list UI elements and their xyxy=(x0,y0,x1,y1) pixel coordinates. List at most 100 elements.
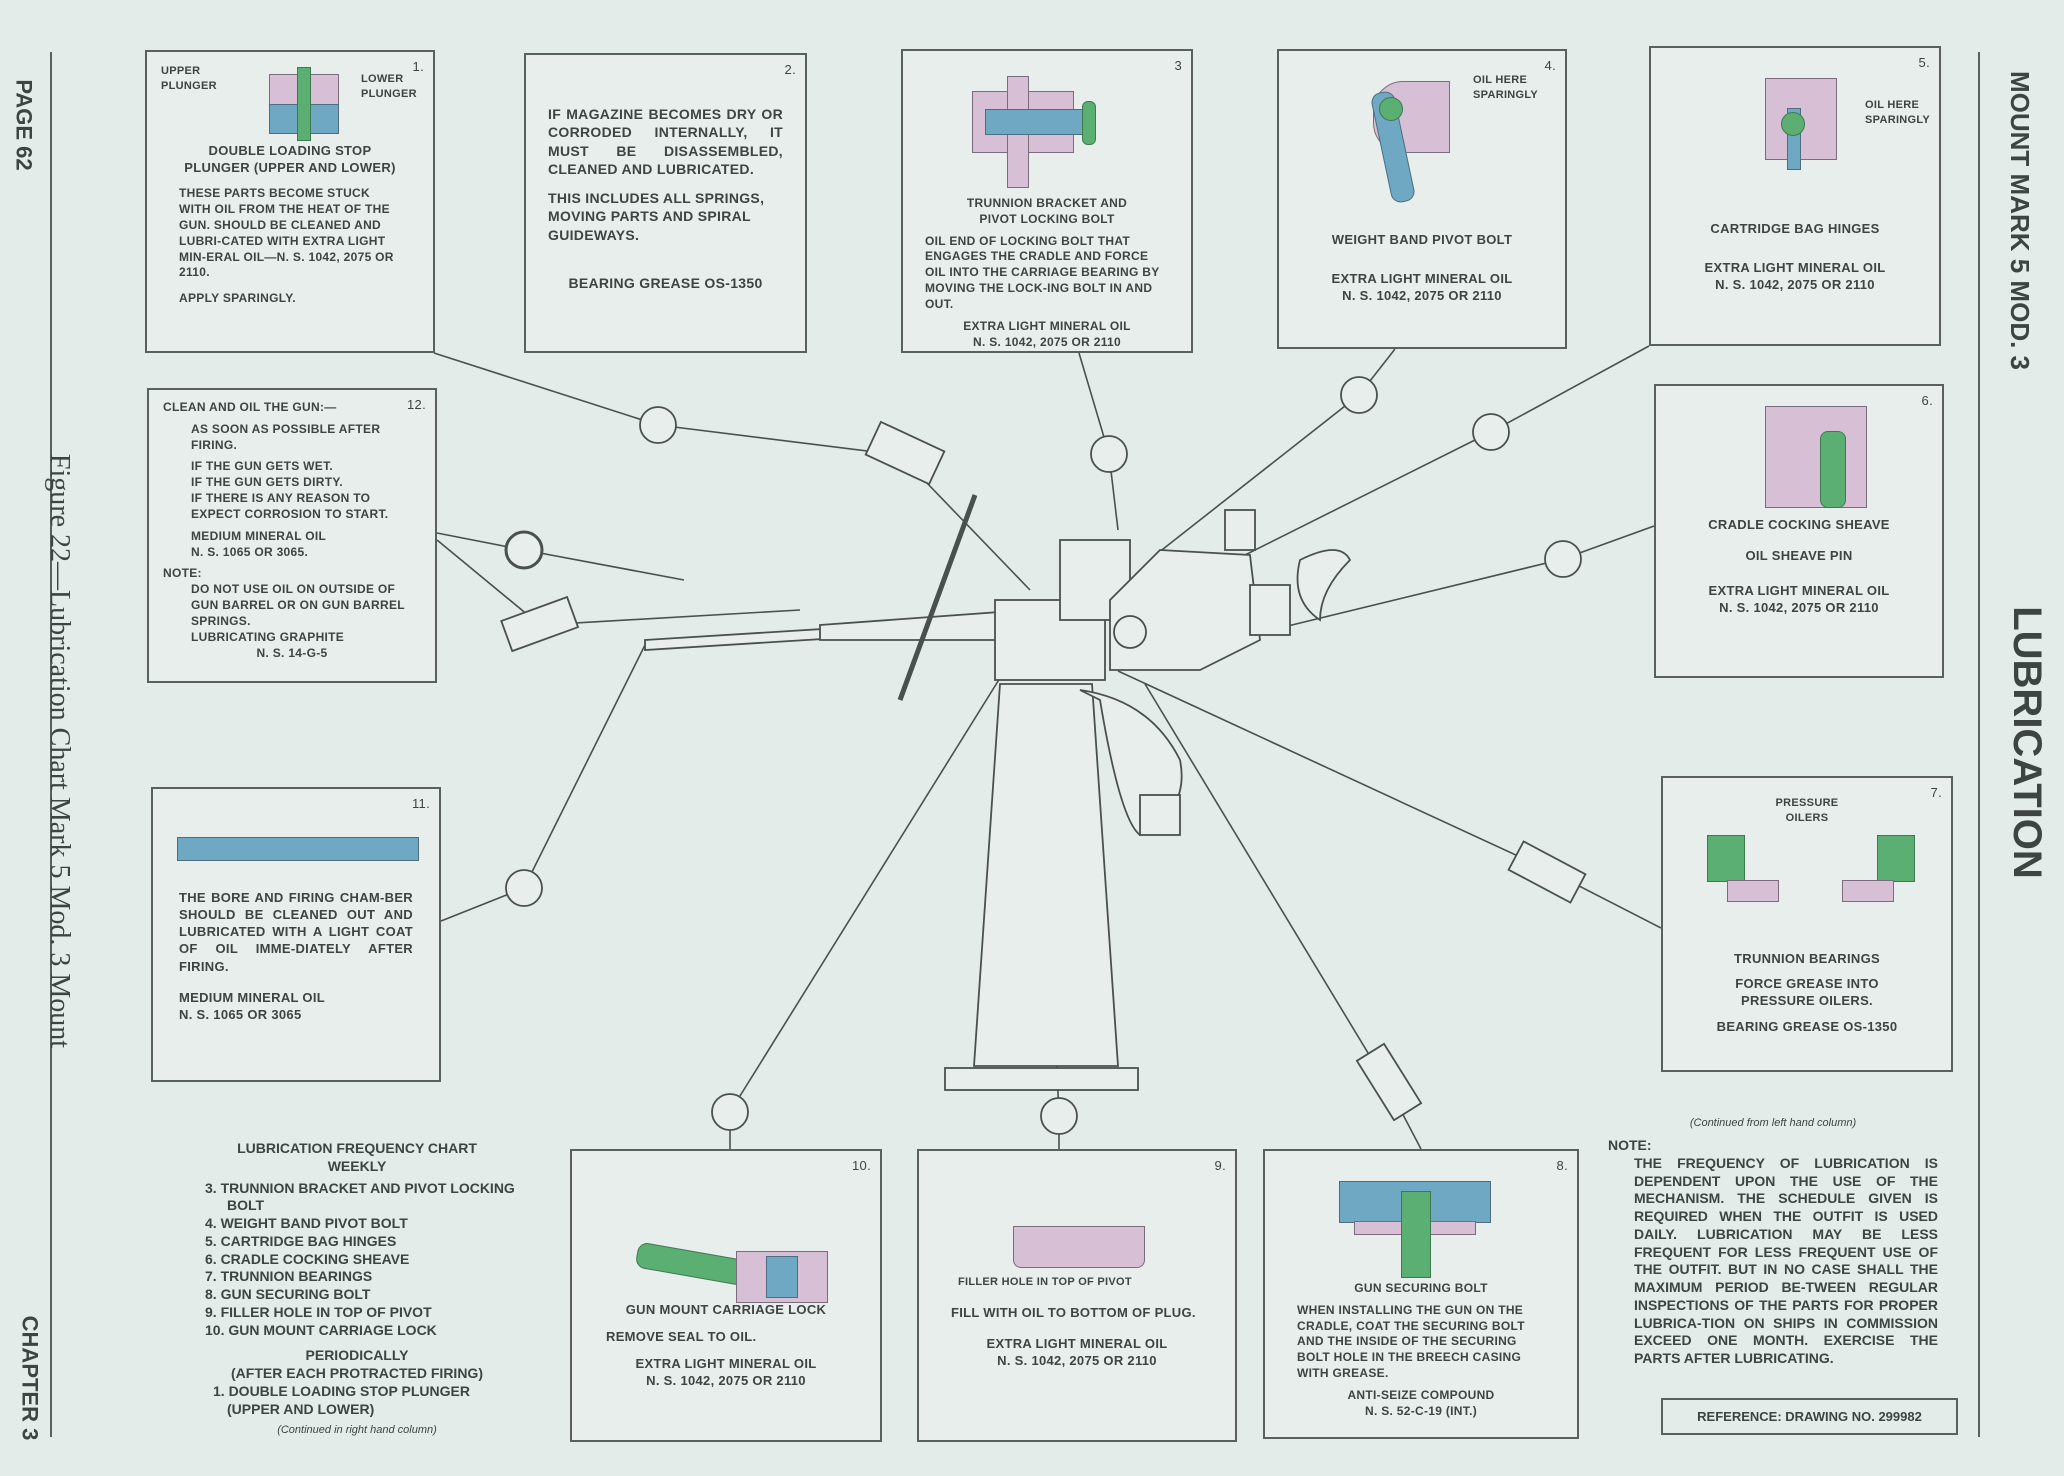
box9-callout: FILLER HOLE IN TOP OF PIVOT xyxy=(958,1276,1132,1288)
periodic-title: PERIODICALLY xyxy=(305,1347,409,1364)
pivot-bolt xyxy=(1379,97,1403,121)
callout-box-11: 11. THE BORE AND FIRING CHAM-BER SHOULD … xyxy=(151,787,441,1082)
box5-lube: EXTRA LIGHT MINERAL OIL xyxy=(1704,260,1886,276)
leader-tag-7 xyxy=(1507,840,1587,904)
callout-box-8: 8. GUN SECURING BOLT WHEN INSTALLING THE… xyxy=(1263,1149,1579,1439)
box4-ns: N. S. 1042, 2075 OR 2110 xyxy=(1342,288,1502,304)
box2-body2: THIS INCLUDES ALL SPRINGS, MOVING PARTS … xyxy=(548,189,765,243)
box9-ns: N. S. 1042, 2075 OR 2110 xyxy=(997,1352,1157,1368)
sheave xyxy=(1820,431,1846,508)
box11-body: THE BORE AND FIRING CHAM-BER SHOULD BE C… xyxy=(179,890,413,974)
securing-bolt xyxy=(1401,1191,1431,1278)
box2-lube: BEARING GREASE OS-1350 xyxy=(568,275,763,292)
box12-head: CLEAN AND OIL THE GUN:— xyxy=(163,400,337,414)
box4-callout: OIL HERE SPARINGLY xyxy=(1473,74,1539,101)
box-number: 11. xyxy=(411,796,430,811)
callout-box-5: 5. OIL HERE SPARINGLY CARTRIDGE BAG HING… xyxy=(1649,46,1941,346)
box-number: 7. xyxy=(1930,785,1942,800)
trunnion-bearing-left xyxy=(1707,835,1745,883)
weekly-item: 9. FILLER HOLE IN TOP OF PIVOT xyxy=(205,1303,432,1320)
box8-ns: N. S. 52-C-19 (INT.) xyxy=(1364,1403,1478,1418)
box10-ns: N. S. 1042, 2075 OR 2110 xyxy=(646,1373,806,1389)
box5-callout: OIL HERE SPARINGLY xyxy=(1865,99,1931,126)
box8-body: WHEN INSTALLING THE GUN ON THE CRADLE, C… xyxy=(1297,1302,1525,1381)
box1-body: THESE PARTS BECOME STUCK WITH OIL FROM T… xyxy=(179,186,394,280)
box8-lube: ANTI-SEIZE COMPOUND xyxy=(1347,1387,1495,1402)
box-number: 8. xyxy=(1556,1158,1568,1173)
box12-line: IF THERE IS ANY REASON TO EXPECT CORROSI… xyxy=(191,491,389,521)
box11-ns: N. S. 1065 OR 3065 xyxy=(179,1006,302,1022)
box8-title: GUN SECURING BOLT xyxy=(1354,1281,1488,1295)
callout-box-9: 9. FILLER HOLE IN TOP OF PIVOT FILL WITH… xyxy=(917,1149,1237,1442)
box10-lube: EXTRA LIGHT MINERAL OIL xyxy=(635,1356,817,1372)
box9-body: FILL WITH OIL TO BOTTOM OF PLUG. xyxy=(951,1304,1196,1320)
leader-circle-10 xyxy=(711,1093,749,1131)
box6-ns: N. S. 1042, 2075 OR 2110 xyxy=(1719,600,1879,616)
box11-lube: MEDIUM MINERAL OIL xyxy=(179,989,325,1005)
page-number: PAGE 62 xyxy=(11,79,37,171)
trunnion-bearing-right xyxy=(1877,835,1915,883)
box-number: 9. xyxy=(1214,1158,1226,1173)
continued-right: (Continued in right hand column) xyxy=(277,1424,437,1437)
weekly-item: 6. CRADLE COCKING SHEAVE xyxy=(205,1250,410,1267)
box12-line: IF THE GUN GETS DIRTY. xyxy=(191,475,343,490)
box-number: 12. xyxy=(407,397,426,412)
frequency-title: LUBRICATION FREQUENCY CHART WEEKLY xyxy=(237,1140,477,1174)
box7-lube: BEARING GREASE OS-1350 xyxy=(1716,1018,1898,1034)
trunnion-arm-left xyxy=(1727,880,1779,903)
right-rule xyxy=(1978,52,1980,1437)
box5-title: CARTRIDGE BAG HINGES xyxy=(1710,221,1880,236)
weekly-item: 3. TRUNNION BRACKET AND PIVOT LOCKING BO… xyxy=(205,1179,515,1214)
lower-plunger-label: LOWER PLUNGER xyxy=(361,73,417,100)
box6-lube: EXTRA LIGHT MINERAL OIL xyxy=(1708,583,1890,599)
weekly-item: 8. GUN SECURING BOLT xyxy=(205,1286,371,1303)
box10-body: REMOVE SEAL TO OIL. xyxy=(606,1329,757,1345)
leader-circle-5 xyxy=(1472,413,1510,451)
gun-mount-drawing xyxy=(644,494,1352,1091)
box1-title: DOUBLE LOADING STOP PLUNGER (UPPER AND L… xyxy=(184,143,396,176)
leader-circle-12 xyxy=(504,530,544,570)
box-number: 6. xyxy=(1921,393,1933,408)
section-title: LUBRICATION xyxy=(2004,606,2049,879)
callout-box-12: 12. CLEAN AND OIL THE GUN:— AS SOON AS P… xyxy=(147,388,437,683)
box-number: 3 xyxy=(1174,58,1182,73)
box12-note-body: DO NOT USE OIL ON OUTSIDE OF GUN BARREL … xyxy=(191,582,405,628)
box9-lube: EXTRA LIGHT MINERAL OIL xyxy=(986,1335,1168,1351)
box3-lube: EXTRA LIGHT MINERAL OIL xyxy=(963,318,1131,333)
leader-circle-11 xyxy=(505,869,543,907)
periodic-item: 1. DOUBLE LOADING STOP PLUNGER (UPPER AN… xyxy=(213,1382,470,1417)
box7-body: FORCE GREASE INTO PRESSURE OILERS. xyxy=(1735,976,1879,1009)
leader-circle-1 xyxy=(639,406,677,444)
box6-title: CRADLE COCKING SHEAVE xyxy=(1708,517,1890,532)
reference-box: REFERENCE: DRAWING NO. 299982 xyxy=(1661,1398,1958,1435)
callout-box-6: 6. CRADLE COCKING SHEAVE OIL SHEAVE PIN … xyxy=(1654,384,1944,678)
leader-tag-1 xyxy=(864,420,946,486)
lock-plunger xyxy=(766,1256,798,1298)
box10-title: GUN MOUNT CARRIAGE LOCK xyxy=(625,1302,827,1317)
locking-bolt xyxy=(985,109,1087,135)
upper-plunger-label: UPPER PLUNGER xyxy=(161,65,217,92)
callout-box-10: 10. GUN MOUNT CARRIAGE LOCK REMOVE SEAL … xyxy=(570,1149,882,1442)
continued-left: (Continued from left hand column) xyxy=(1689,1117,1857,1129)
box6-pin: OIL SHEAVE PIN xyxy=(1745,548,1853,564)
periodic-subtitle: (AFTER EACH PROTRACTED FIRING) xyxy=(231,1365,483,1382)
cocking-sheave-illustration xyxy=(1765,406,1867,508)
box7-title: TRUNNION BEARINGS xyxy=(1734,951,1880,967)
leader-tag-12 xyxy=(500,595,580,653)
box12-graphite: LUBRICATING GRAPHITE xyxy=(191,629,345,644)
chapter-label: CHAPTER 3 xyxy=(17,1315,43,1441)
weekly-list: 3. TRUNNION BRACKET AND PIVOT LOCKING BO… xyxy=(197,1180,517,1340)
box12-line: IF THE GUN GETS WET. xyxy=(191,459,334,474)
callout-box-2: 2. IF MAGAZINE BECOMES DRY OR CORRODED I… xyxy=(524,53,807,353)
box12-graphite-ns: N. S. 14-G-5 xyxy=(256,645,328,660)
weekly-item: 10. GUN MOUNT CARRIAGE LOCK xyxy=(205,1321,437,1338)
callout-box-4: 4. OIL HERE SPARINGLY WEIGHT BAND PIVOT … xyxy=(1277,49,1567,349)
box-number: 1. xyxy=(412,59,424,74)
box3-title: TRUNNION BRACKET AND PIVOT LOCKING BOLT xyxy=(966,196,1128,226)
box4-lube: EXTRA LIGHT MINERAL OIL xyxy=(1331,271,1513,287)
box7-callout: PRESSURE OILERS xyxy=(1775,797,1839,824)
box1-apply: APPLY SPARINGLY. xyxy=(179,291,296,306)
frequency-note: (Continued from left hand column) NOTE: … xyxy=(1608,1117,1938,1368)
pivot-filler-illustration xyxy=(1013,1226,1145,1268)
